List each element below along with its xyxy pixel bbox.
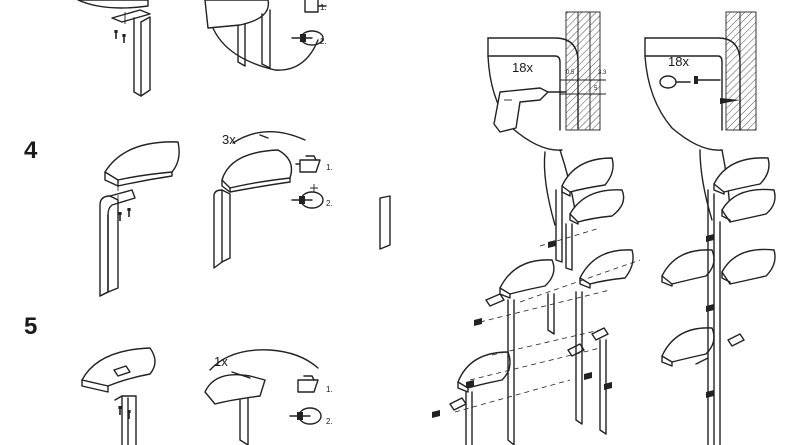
hand-drill-icon [304, 0, 327, 13]
sub-step-2-label: 2. [326, 417, 333, 426]
exploded-assembly [432, 157, 641, 445]
sub-step-1-label: 1. [326, 385, 333, 394]
wall-detail-left: 18x 0.5 3.3 5 [487, 11, 607, 226]
step-4-number: 4 [24, 137, 38, 164]
wall-mount-section: 18x 0.5 3.3 5 18x [432, 11, 776, 445]
screwdriver-icon [289, 407, 322, 425]
step-5-quantity: 1x [214, 354, 228, 369]
step-3-detail-circle: 1. 2. [204, 0, 327, 71]
step-5-parts [81, 347, 156, 445]
wall-detail-right: 18x [644, 11, 757, 221]
assembled-column [661, 157, 776, 445]
step-4-detail-circle: 3x 1. 2. [213, 131, 391, 269]
wall-right-quantity: 18x [668, 54, 689, 69]
hand-drill-icon [297, 375, 319, 393]
step-3-shelf-part [77, 0, 151, 97]
sub-step-2-label: 2. [326, 199, 333, 208]
hand-drill-icon [295, 155, 321, 173]
step-3-section: 1. 2. [77, 0, 327, 97]
drill-icon [493, 87, 567, 133]
step-5-section: 5 1x 1. [24, 313, 333, 445]
step-5-detail-circle: 1x 1. 2. [204, 349, 333, 445]
screwdriver-icon [291, 30, 324, 46]
step-4-parts [99, 141, 180, 297]
wall-left-quantity: 18x [512, 60, 533, 75]
dim-label-a: 0.5 [566, 70, 575, 76]
dim-label-c: 5 [594, 86, 598, 92]
screwdriver-icon [659, 75, 691, 89]
sub-step-2-label: 2. [320, 37, 327, 46]
sub-step-1-label: 1. [320, 3, 327, 12]
sub-step-1-label: 1. [326, 163, 333, 172]
step-5-number: 5 [24, 313, 37, 340]
screw-icon [694, 76, 721, 84]
step-4-section: 4 3x 1. [24, 131, 391, 297]
step-4-quantity: 3x [222, 132, 236, 147]
screwdriver-icon [291, 184, 324, 209]
dim-label-b: 3.3 [598, 70, 607, 76]
